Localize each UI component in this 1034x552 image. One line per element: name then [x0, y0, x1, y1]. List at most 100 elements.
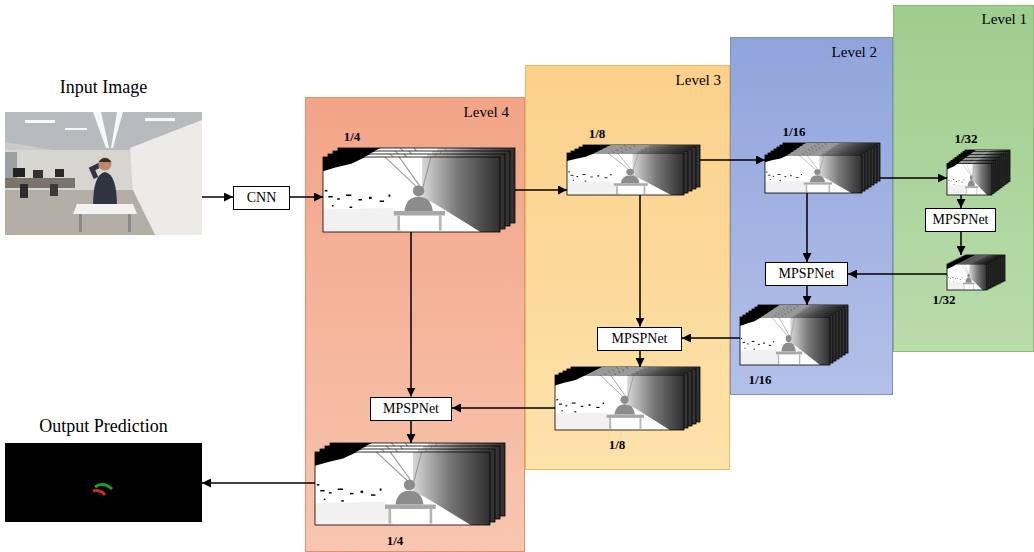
feature-stack: 1/4 [323, 148, 515, 232]
mpspnet-box: MPSPNet [925, 208, 996, 232]
feature-map-stack [555, 367, 700, 430]
label-holder: 1/8 [609, 437, 626, 452]
scale-label: 1/32 [932, 292, 955, 307]
label-holder: Input Image [5, 77, 202, 98]
feature-map [315, 452, 490, 525]
block-name: MPSPNet [772, 266, 841, 282]
flow-arrow [452, 407, 555, 409]
flow-arrow [202, 482, 315, 484]
picture [5, 443, 202, 522]
flow-arrow [880, 177, 947, 179]
depth-map [555, 375, 684, 430]
flow-arrow [639, 195, 641, 327]
feature-map-stack [315, 443, 505, 525]
feature-stack: 1/32 [947, 150, 1010, 195]
feature-map [740, 317, 830, 365]
block-name: MPSPNet [932, 212, 989, 228]
scale-label: 1/16 [748, 372, 771, 387]
depth-map [765, 155, 862, 193]
feature-map-stack [567, 145, 700, 195]
feature-map [567, 153, 684, 195]
label-holder: Output Prediction [5, 416, 202, 437]
feature-map [555, 375, 684, 430]
label-holder: 1/16 [748, 372, 771, 387]
label-holder: Level 1 [982, 11, 1027, 28]
scale-label: 1/8 [589, 126, 606, 141]
flow-arrow [806, 286, 808, 305]
label-holder: 1/32 [954, 131, 977, 146]
level-band: 1/32MPSPNet1/32Level 1 [893, 5, 1034, 352]
map-outline [765, 155, 862, 193]
label-holder: 1/4 [387, 533, 404, 548]
picture-content [5, 443, 202, 522]
feature-map [765, 155, 862, 193]
feature-map [947, 164, 992, 196]
scale-label: 1/16 [782, 124, 805, 139]
depth-map [740, 317, 830, 365]
level-label: Level 1 [982, 11, 1027, 28]
feature-stack: 1/16 [765, 143, 880, 193]
flow-arrow [515, 189, 567, 191]
label-holder: Level 2 [832, 44, 877, 61]
map-outline [567, 153, 684, 195]
depth-map [323, 157, 500, 232]
map-outline [947, 164, 992, 196]
image-title: Output Prediction [5, 416, 202, 437]
mpspnet-box: MPSPNet [597, 327, 682, 351]
image-title: Input Image [5, 77, 202, 98]
map-outline [315, 452, 490, 525]
flow-arrow [202, 196, 233, 198]
map-outline [740, 317, 830, 365]
feature-map-stack [947, 255, 1005, 290]
level-band: 1/16MPSPNet1/16Level 2 [730, 37, 893, 395]
feature-map-stack [323, 148, 515, 232]
block-name: MPSPNet [604, 331, 675, 347]
depth-map [947, 264, 987, 290]
input-image: Input Image [5, 112, 202, 235]
block-name: CNN [240, 190, 283, 206]
label-holder: Level 3 [676, 72, 721, 89]
scale-label: 1/4 [344, 129, 361, 144]
flow-arrow [960, 195, 962, 208]
feature-map-stack [740, 305, 848, 365]
map-outline [947, 264, 987, 290]
label-holder: 1/4 [344, 129, 361, 144]
level-band: 1/8MPSPNet1/8Level 3 [525, 65, 730, 470]
map-outline [555, 375, 684, 430]
feature-stack: 1/8 [555, 367, 700, 430]
feature-stack: 1/32 [947, 255, 1005, 290]
mpspnet-box: MPSPNet [370, 397, 452, 421]
scale-label: 1/32 [954, 131, 977, 146]
label-holder: Level 4 [464, 104, 509, 121]
flow-arrow [960, 232, 962, 255]
scale-label: 1/4 [387, 533, 404, 548]
feature-map [947, 264, 987, 290]
output-image: Output Prediction [5, 443, 202, 522]
map-outline [323, 157, 500, 232]
scale-label: 1/8 [609, 437, 626, 452]
feature-stack: 1/8 [567, 145, 700, 195]
flow-arrow [700, 159, 765, 161]
flow-arrow [848, 273, 947, 275]
label-holder: 1/16 [782, 124, 805, 139]
feature-stack: 1/16 [740, 305, 848, 365]
mpspnet-box: MPSPNet [765, 262, 848, 286]
depth-map [947, 164, 992, 196]
feature-map-stack [765, 143, 880, 193]
label-holder: 1/8 [589, 126, 606, 141]
feature-map [323, 157, 500, 232]
picture [5, 112, 202, 235]
flow-arrow [410, 421, 412, 444]
block-name: MPSPNet [377, 401, 445, 417]
flow-arrow [410, 232, 412, 397]
flow-arrow [290, 196, 323, 198]
picture-content [5, 112, 202, 235]
level-label: Level 2 [832, 44, 877, 61]
cnn-box: CNN [233, 186, 290, 210]
level-label: Level 3 [676, 72, 721, 89]
flow-arrow [682, 337, 740, 339]
depth-map [315, 452, 490, 525]
level-band: 1/4MPSPNet1/4Level 4 [305, 97, 525, 552]
label-holder: 1/32 [932, 292, 955, 307]
